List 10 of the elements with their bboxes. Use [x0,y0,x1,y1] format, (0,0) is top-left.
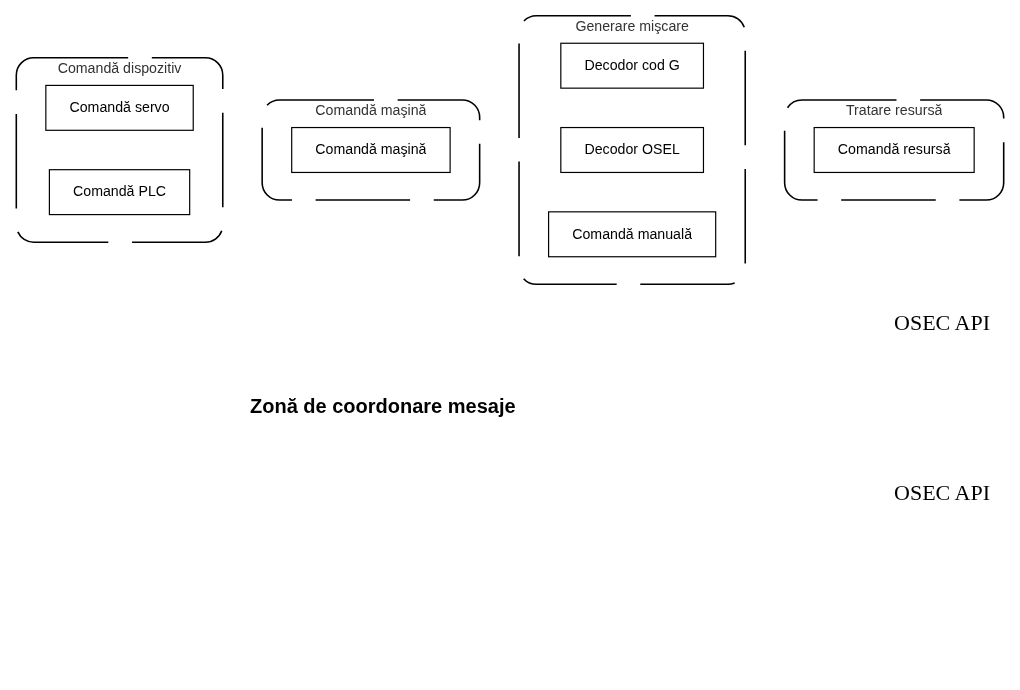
zone-label: Zonă de coordonare mesaje [250,395,516,418]
node-box: Decodor OSEL [560,126,705,174]
node-box: Comandă maşină [291,126,451,174]
node-box: Comandă resursă [813,126,975,174]
node-box: Comandă manuală [548,211,717,258]
node-box: Comandă PLC [48,169,191,216]
node-box: Decodor cod G [560,42,705,89]
interface-label: OSEC API [894,310,990,336]
node-box: Comandă servo [45,84,194,131]
interface-label: OSEC API [894,480,990,506]
